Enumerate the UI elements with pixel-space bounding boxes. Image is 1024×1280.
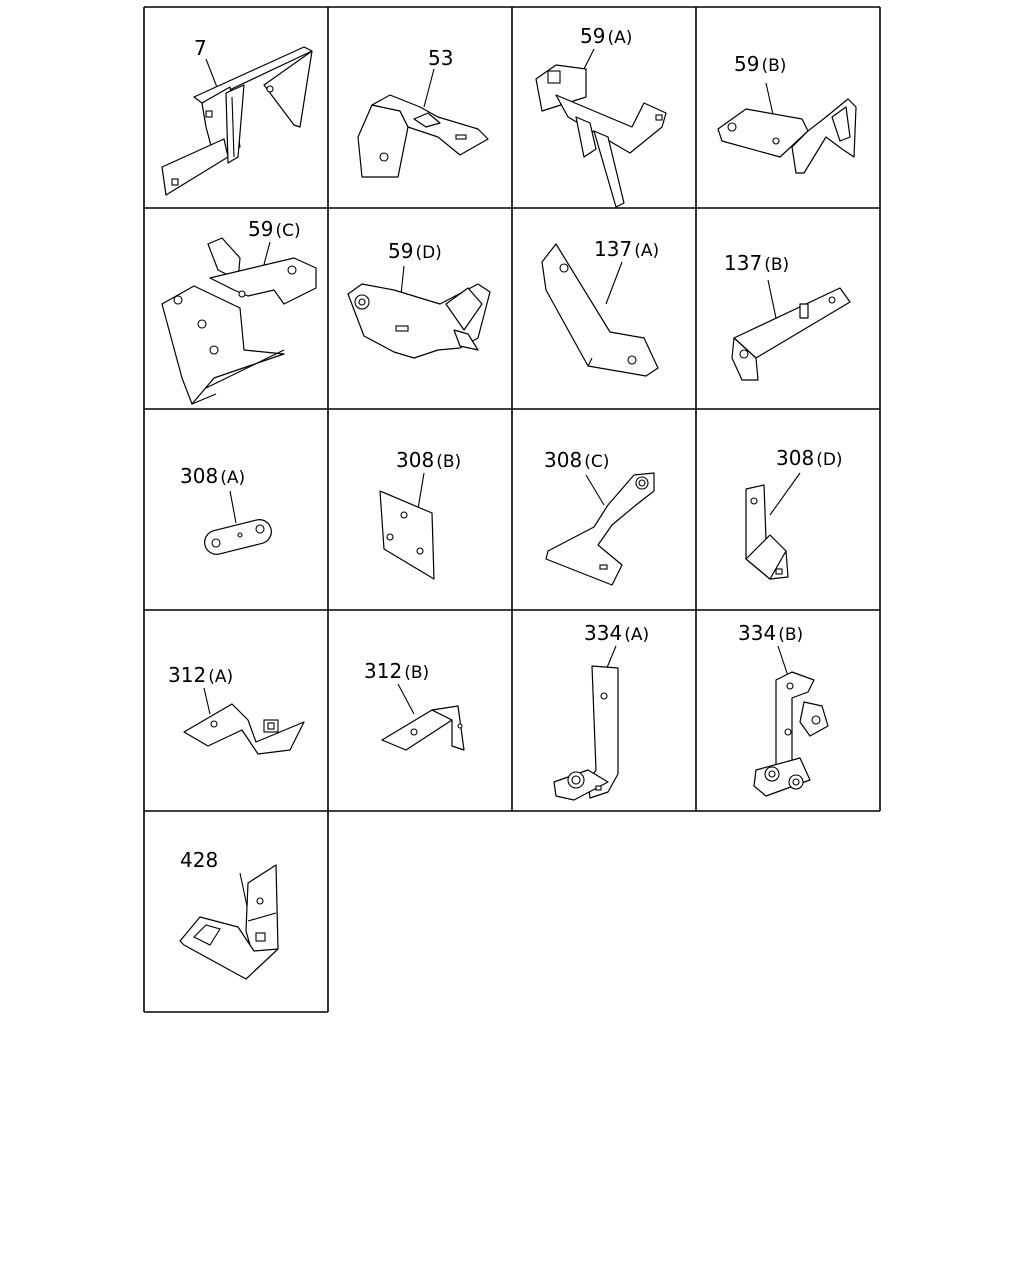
bracket-part-308b-drawing <box>379 472 435 580</box>
bracket-part-312b-drawing <box>381 683 465 751</box>
part-number-label: 308(B) <box>396 448 462 472</box>
part-number-label: 137(B) <box>724 251 790 275</box>
part-number-label: 59(D) <box>388 239 442 263</box>
panel-part-59a[interactable]: 59(A) <box>512 7 696 208</box>
part-number-label: 308(A) <box>180 464 246 488</box>
bracket-part-59c-drawing <box>161 237 317 405</box>
panel-part-308c[interactable]: 308(C) <box>512 409 696 610</box>
panel-part-59b[interactable]: 59(B) <box>696 7 880 208</box>
panel-part-59c[interactable]: 59(C) <box>144 208 328 409</box>
bracket-part-137b-drawing <box>731 279 851 381</box>
part-number-label: 7 <box>194 36 207 60</box>
part-number-label: 312(A) <box>168 663 234 687</box>
part-number-label: 137(A) <box>594 237 660 261</box>
bracket-part-59d-drawing <box>347 265 491 359</box>
bracket-part-59a-drawing <box>535 48 667 208</box>
part-number-label: 428 <box>180 848 219 872</box>
panel-part-137a[interactable]: 137(A) <box>512 208 696 409</box>
part-number-label: 59(C) <box>248 217 301 241</box>
panel-part-334b[interactable]: 334(B) <box>696 610 880 811</box>
part-number-label: 308(D) <box>776 446 843 470</box>
part-number-label: 53 <box>428 46 454 70</box>
bracket-part-7-drawing <box>161 46 313 196</box>
panel-part-312b[interactable]: 312(B) <box>328 610 512 811</box>
panel-part-308b[interactable]: 308(B) <box>328 409 512 610</box>
panel-part-7[interactable]: 7 <box>144 7 328 208</box>
panel-part-308a[interactable]: 308(A) <box>144 409 328 610</box>
bracket-part-428-drawing <box>179 864 279 980</box>
panel-part-308d[interactable]: 308(D) <box>696 409 880 610</box>
panel-part-312a[interactable]: 312(A) <box>144 610 328 811</box>
panel-part-59d[interactable]: 59(D) <box>328 208 512 409</box>
panel-part-137b[interactable]: 137(B) <box>696 208 880 409</box>
part-number-label: 59(B) <box>734 52 787 76</box>
bracket-part-59b-drawing <box>717 82 857 174</box>
bracket-part-308d-drawing <box>745 472 801 580</box>
panel-part-53[interactable]: 53 <box>328 7 512 208</box>
part-number-label: 334(B) <box>738 621 804 645</box>
part-number-label: 59(A) <box>580 24 633 48</box>
bracket-part-137a-drawing <box>541 243 659 377</box>
part-number-label: 334(A) <box>584 621 650 645</box>
bracket-part-308c-drawing <box>545 472 655 586</box>
panel-part-428[interactable]: 428 <box>144 811 328 1012</box>
bracket-part-308a-drawing <box>204 490 272 555</box>
bracket-part-53-drawing <box>357 68 489 178</box>
part-number-label: 312(B) <box>364 659 430 683</box>
bracket-part-334b-drawing <box>753 645 829 797</box>
panel-part-334a[interactable]: 334(A) <box>512 610 696 811</box>
bracket-part-312a-drawing <box>183 687 305 755</box>
part-number-label: 308(C) <box>544 448 610 472</box>
bracket-part-334a-drawing <box>553 645 619 801</box>
